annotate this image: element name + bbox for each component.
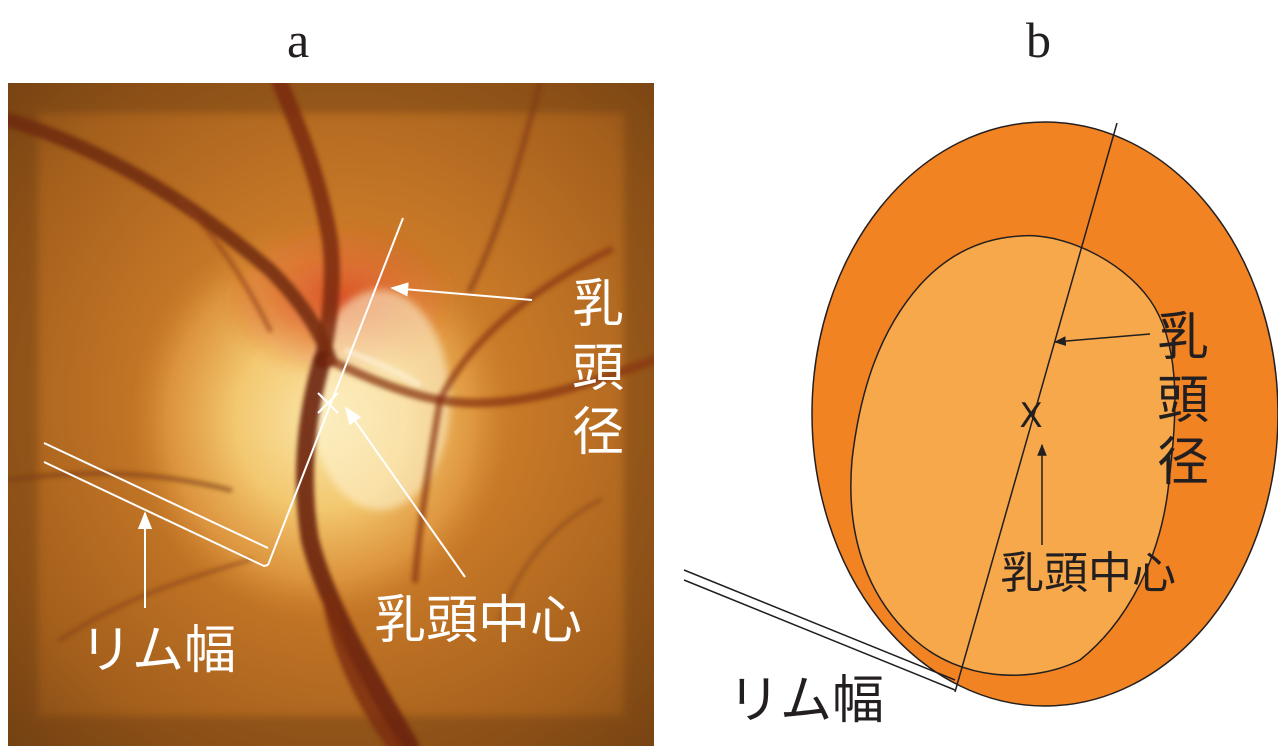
disc-diameter-label-a-1: 乳 — [572, 275, 624, 335]
disc-diameter-label-a-2: 頭 — [572, 339, 624, 399]
disc-center-label-b: 乳頭中心 — [1000, 548, 1176, 599]
rim-width-line-inner-a — [43, 461, 269, 568]
panel-a-letter: a — [287, 12, 310, 68]
arrow-disc-center-a — [344, 406, 466, 578]
disc-diameter-label-b-3: 径 — [1157, 433, 1209, 493]
rim-width-label-b: リム幅 — [728, 671, 884, 731]
disc-diameter-line-a — [267, 217, 404, 566]
disc-diameter-label-b-1: 乳 — [1157, 308, 1209, 368]
disc-diameter-label-a-3: 径 — [572, 403, 624, 463]
panel-b-letter: b — [1026, 12, 1051, 68]
rim-width-line-inner-b — [683, 579, 956, 691]
arrow-disc-diameter-b — [1053, 333, 1151, 346]
rim-width-line-outer-a — [43, 442, 269, 549]
arrow-disc-diameter-a — [390, 282, 533, 301]
disc-diameter-line-b — [954, 122, 1118, 693]
disc-center-label-a: 乳頭中心 — [374, 591, 582, 651]
disc-center-mark-b: X — [1019, 396, 1042, 436]
panel-b-schematic: X 乳 頭 径 乳頭中心 リム幅 — [683, 121, 1278, 731]
panel-a-annotations: 乳 頭 径 乳頭中心 リム幅 — [43, 217, 624, 681]
rim-width-line-outer-b — [683, 569, 956, 681]
disc-center-mark-a — [317, 392, 339, 414]
fundus-photo — [8, 83, 654, 746]
inner-cup-shape — [850, 234, 1176, 676]
rim-width-label-a: リム幅 — [80, 621, 236, 681]
disc-diameter-label-b-2: 頭 — [1157, 371, 1209, 431]
